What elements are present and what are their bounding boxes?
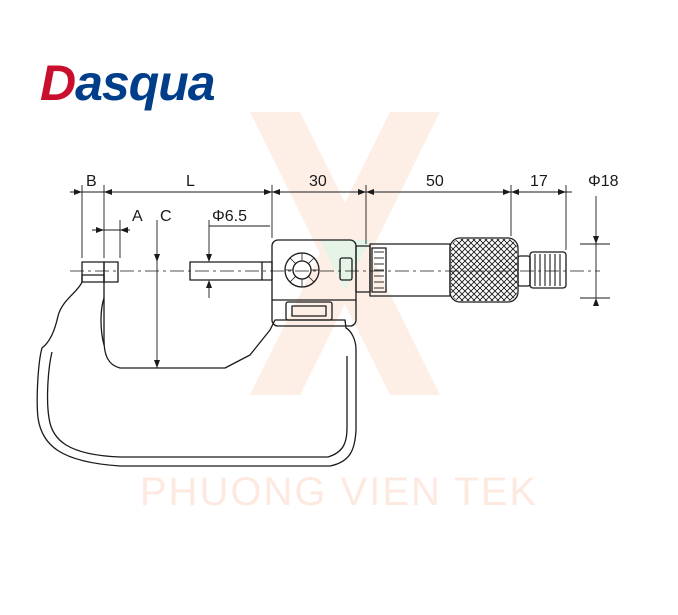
dim-label-phi18: Φ18 [588,173,619,190]
dim-label-l: L [186,173,195,190]
thimble-graduations [374,251,384,289]
dim-label-c: C [160,208,172,225]
counter-wheel-teeth [285,253,319,287]
dim-label-b: B [86,173,97,190]
dimension-lines [70,185,610,368]
anvil [81,261,105,283]
watermark-text: PHUONG VIEN TEK [139,470,539,514]
ratchet-ridges [534,254,561,286]
frame-outer [36,274,357,467]
logo-rest: asqua [75,55,216,111]
dim-label-50: 50 [426,173,444,190]
digital-window [285,301,333,321]
logo-letter-d: D [40,55,76,111]
dim-label-17: 17 [530,173,548,190]
dim-label-phi65: Φ6.5 [212,208,247,225]
dasqua-logo: Dasqua [40,54,216,112]
arrowheads [74,189,599,368]
knurl-pattern [451,239,517,301]
dim-label-30: 30 [309,173,327,190]
thimble [369,243,451,297]
dim-label-a: A [132,208,143,225]
ratchet-end [529,251,567,289]
frame-inner [46,351,348,458]
lock-lever [339,257,353,281]
watermark-x-logo [250,112,440,395]
